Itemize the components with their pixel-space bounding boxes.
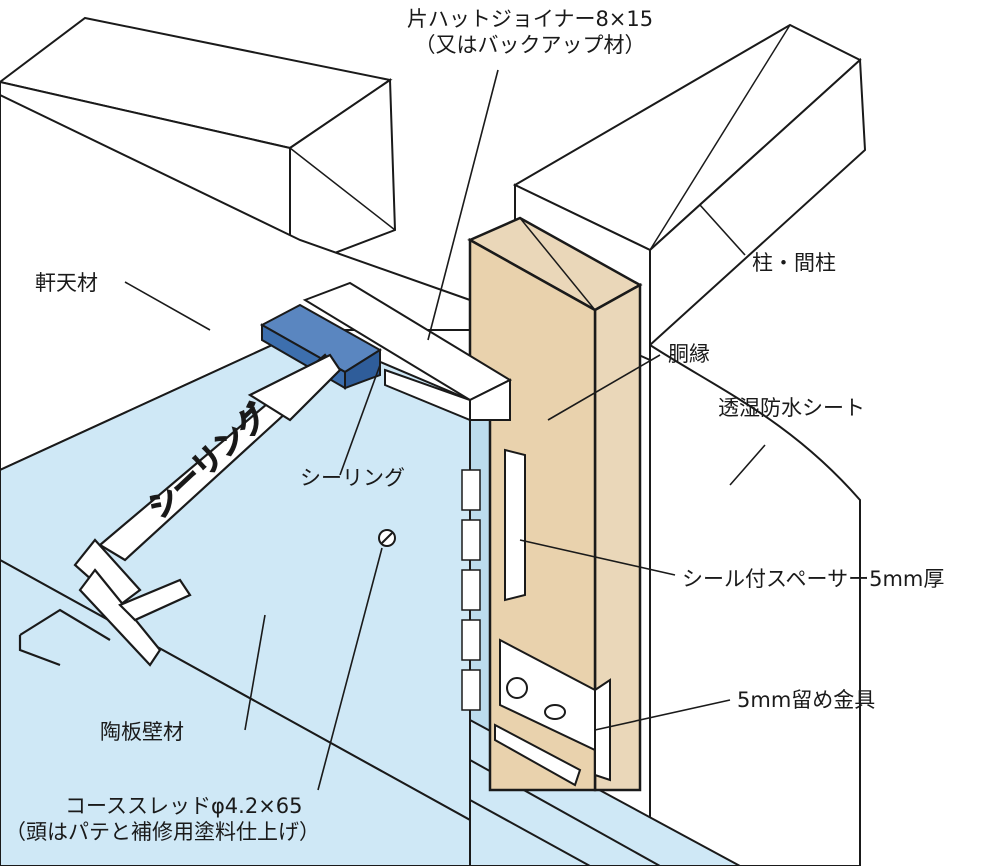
label-board: 陶板壁材: [100, 720, 184, 744]
leader-lines: [124, 69, 766, 791]
screw-head: [378, 529, 396, 547]
seal-spacer: [504, 448, 526, 602]
fastening-clip: [494, 638, 611, 787]
label-sealing: シーリング: [300, 466, 405, 490]
label-joiner-line2: （又はバックアップ材）: [414, 33, 646, 57]
label-furring: 胴縁: [668, 342, 710, 366]
board-edge-slots: [461, 469, 481, 711]
label-screw-line1: コーススレッドφ4.2×65: [65, 794, 303, 818]
label-eaves-ceiling: 軒天材: [35, 271, 98, 295]
label-membrane: 透湿防水シート: [718, 396, 865, 420]
membrane-sheet: [649, 343, 861, 866]
label-clip: 5mm留め金具: [737, 688, 876, 712]
label-screw: コーススレッドφ4.2×65 （頭はパテと補修用塗料仕上げ）: [5, 793, 320, 845]
label-joiner: 片ハットジョイナー8×15 （又はバックアップ材）: [385, 6, 675, 58]
label-column: 柱・間柱: [752, 251, 836, 275]
hat-joiner: [302, 281, 513, 422]
label-spacer: シール付スペーサー5mm厚: [682, 567, 945, 591]
label-screw-line2: （頭はパテと補修用塗料仕上げ）: [5, 820, 320, 844]
label-joiner-line1: 片ハットジョイナー8×15: [406, 7, 654, 31]
